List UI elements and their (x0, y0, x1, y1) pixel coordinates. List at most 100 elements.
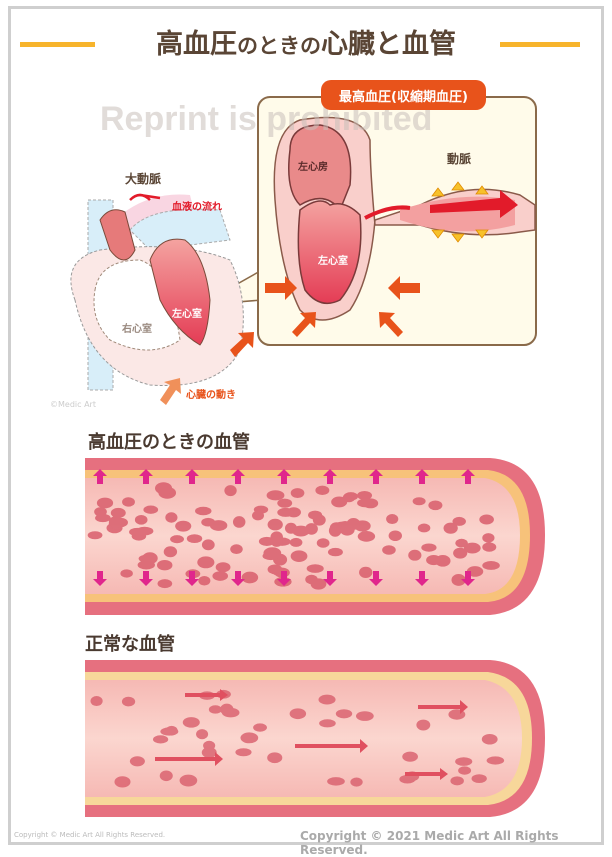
blood-cell (482, 542, 497, 552)
blood-cell (318, 694, 336, 705)
blood-cell (230, 544, 243, 555)
blood-cell (156, 560, 173, 571)
pressure-arrow (461, 469, 475, 484)
blood-cell (224, 485, 237, 497)
blood-cell (443, 522, 458, 534)
pressure-arrow (139, 571, 153, 586)
blood-cell (308, 510, 323, 520)
pressure-arrow (323, 469, 337, 484)
blood-cell (159, 770, 173, 782)
label-left-atrium: 左心房 (298, 162, 328, 173)
pressure-arrow (415, 469, 429, 484)
blood-cell (481, 733, 498, 745)
blood-cell (143, 505, 159, 514)
label-left-ventricle-callout: 左心室 (318, 256, 348, 267)
blood-cell (163, 546, 178, 558)
blood-cell (240, 732, 259, 744)
blood-cell (201, 539, 215, 551)
blood-cell (134, 515, 148, 525)
blood-cell (421, 543, 437, 552)
blood-cell (94, 507, 107, 517)
blood-cell (388, 530, 402, 541)
blood-cell (482, 561, 500, 570)
blood-cell (208, 705, 222, 714)
blood-cell (129, 527, 146, 537)
blood-cell (290, 550, 308, 562)
title-part1: 高血圧 (156, 29, 237, 60)
blood-cell (182, 717, 200, 728)
blood-cell (195, 506, 212, 516)
blood-cell (232, 516, 246, 528)
blood-cell (110, 507, 126, 518)
blood-cell (267, 752, 283, 764)
blood-cell (435, 555, 451, 567)
page-title: 高血圧のときの心臓と血管 (0, 22, 612, 61)
blood-cell (90, 695, 103, 707)
blood-cell (258, 536, 275, 546)
blood-cell (357, 498, 374, 508)
blood-cell (359, 566, 373, 579)
label-blood-flow: 血液の流れ (172, 202, 222, 213)
hypertension-vessel-illustration (85, 458, 545, 615)
blood-cell (212, 571, 229, 581)
normal-vessel-illustration (85, 660, 545, 817)
blood-cell (412, 497, 426, 506)
blood-cell (455, 757, 473, 766)
blood-cell (277, 507, 294, 517)
blood-cell (155, 482, 173, 495)
blood-cell (486, 756, 505, 765)
blood-cell (408, 549, 422, 561)
blood-cell (290, 488, 305, 499)
blood-cell (267, 518, 283, 531)
blood-cell (96, 497, 114, 509)
section-title-hypertension: 高血圧のときの血管 (88, 432, 250, 453)
blood-cell (215, 562, 231, 573)
blood-cell (305, 574, 318, 585)
blood-cell (331, 496, 348, 508)
blood-cell (451, 574, 466, 586)
blood-cell (253, 723, 267, 732)
blood-cell (201, 747, 217, 759)
blood-cell (196, 729, 209, 740)
blood-cell (428, 500, 443, 511)
blood-cell (458, 766, 472, 775)
blood-cell (335, 709, 353, 719)
blood-cell (479, 514, 494, 525)
pressure-arrow (415, 571, 429, 586)
blood-cell (289, 537, 303, 547)
blood-cell (114, 776, 131, 788)
pressure-arrow (231, 469, 245, 484)
copyright-small: Copyright © Medic Art All Rights Reserve… (14, 831, 166, 839)
blood-cell (186, 534, 203, 544)
blood-cell (355, 711, 374, 721)
blood-cell (197, 556, 215, 569)
blood-cell (179, 774, 198, 787)
blood-cell (87, 531, 103, 540)
pressure-arrow (277, 469, 291, 484)
blood-cell (452, 516, 466, 526)
pressure-arrow (369, 469, 383, 484)
blood-cell (316, 538, 330, 548)
blood-cell (417, 523, 431, 533)
title-part2: のときの (237, 34, 321, 58)
pressure-arrow (93, 469, 107, 484)
pressure-arrow (323, 571, 337, 586)
blood-cell (209, 520, 228, 531)
label-left-ventricle: 左心室 (172, 309, 202, 320)
heart-credit: ©Medic Art (50, 400, 96, 409)
blood-cell (252, 510, 265, 521)
pressure-arrow (231, 571, 245, 586)
title-bar-right (500, 42, 580, 47)
pressure-arrow (185, 571, 199, 586)
blood-cell (157, 579, 173, 589)
blood-cell (453, 547, 468, 559)
blood-cell (416, 719, 431, 731)
blood-cell (220, 703, 234, 716)
section-title-normal: 正常な血管 (85, 634, 175, 655)
blood-cell (306, 564, 324, 573)
label-aorta: 大動脈 (125, 172, 162, 186)
blood-cell (165, 512, 178, 523)
pressure-arrow (185, 469, 199, 484)
blood-cell (122, 497, 135, 507)
